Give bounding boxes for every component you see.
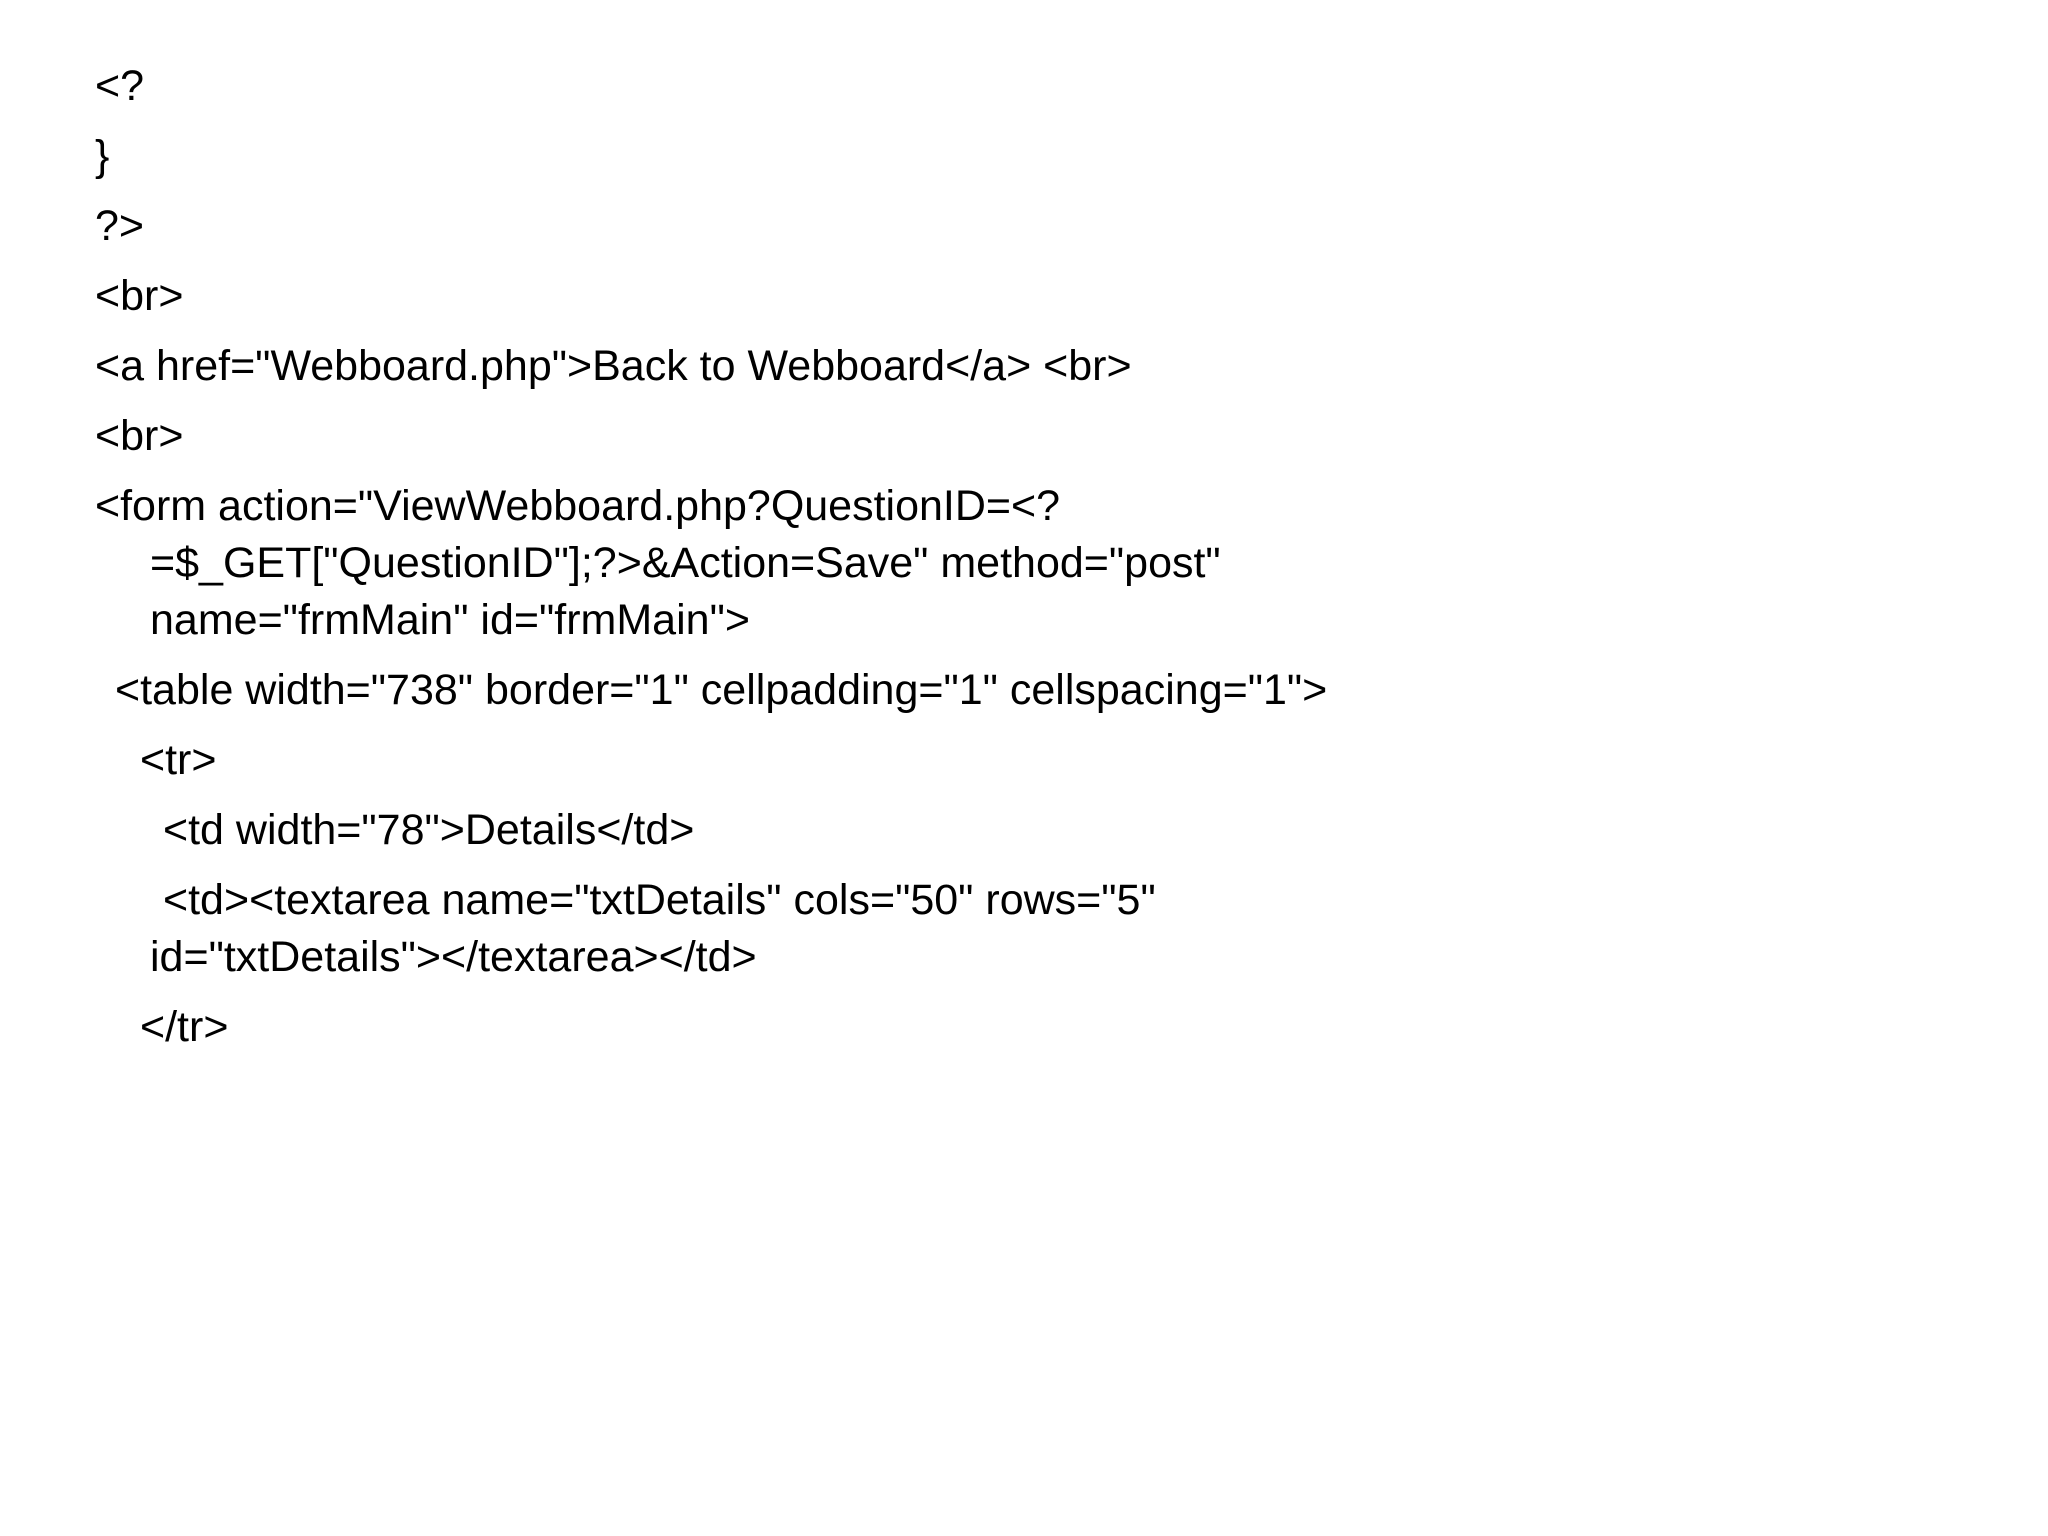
code-line: id="txtDetails"></textarea></td>: [150, 933, 757, 981]
code-line: <br>: [95, 272, 184, 320]
code-line: <br>: [95, 412, 184, 460]
code-line: <td width="78">Details</td>: [163, 806, 695, 854]
code-line: ?>: [95, 202, 145, 250]
code-line: <?: [95, 62, 145, 110]
code-line: <a href="Webboard.php">Back to Webboard<…: [95, 342, 1132, 390]
code-line: <tr>: [140, 736, 217, 784]
code-line: name="frmMain" id="frmMain">: [150, 596, 750, 644]
code-line: <td><textarea name="txtDetails" cols="50…: [163, 876, 1156, 924]
code-line: </tr>: [140, 1003, 229, 1051]
code-line: <form action="ViewWebboard.php?QuestionI…: [95, 482, 1061, 530]
code-line: }: [95, 132, 110, 180]
code-line: <table width="738" border="1" cellpaddin…: [115, 666, 1328, 714]
code-line: =$_GET["QuestionID"];?>&Action=Save" met…: [150, 539, 1221, 587]
